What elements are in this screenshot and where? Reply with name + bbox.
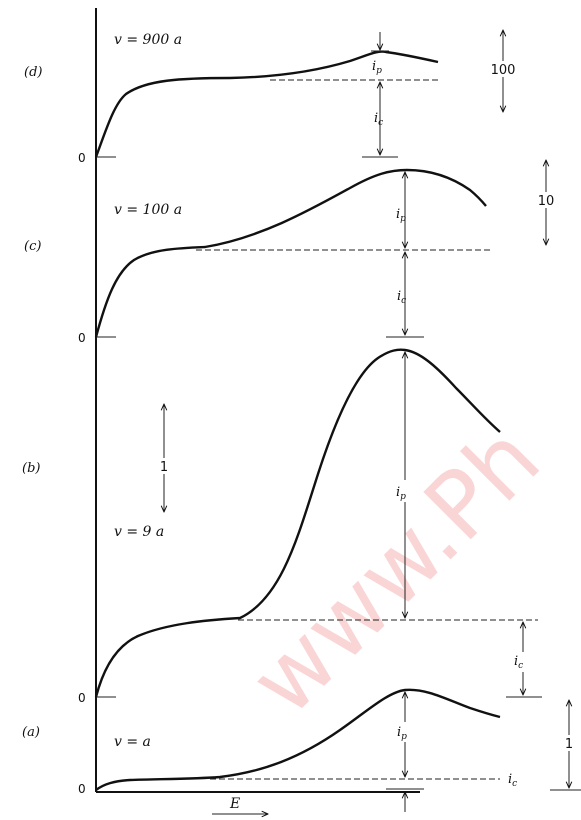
panel-c-zero: 0: [78, 331, 86, 345]
panel-b-scale-label: 1: [160, 460, 168, 475]
panel-d-curve: [94, 50, 439, 158]
panel-b-rate: v = 9 a: [114, 524, 164, 540]
panel-a-ic-label: ic: [508, 772, 517, 789]
panel-c-id: (c): [24, 239, 41, 254]
panel-c-scale-bg: [531, 192, 561, 208]
panel-a-ip-label: ip: [397, 725, 407, 742]
panel-d-rate: v = 900 a: [114, 32, 182, 48]
panel-c-ip-label: ip: [396, 207, 406, 224]
panel-c-ic-label: ic: [397, 289, 406, 306]
panel-b: (b) 0 v = 9 a ip ic 1: [22, 348, 542, 705]
panel-b-scale-bg: [154, 458, 174, 474]
panel-b-zero: 0: [78, 691, 86, 705]
panel-b-id: (b): [22, 461, 40, 476]
potential-label-group: E: [212, 796, 268, 814]
panel-d-scale-label: 100: [491, 63, 516, 78]
panel-c-curve: [94, 168, 487, 338]
panel-a: (a) 0 v = a ic ip 1: [22, 688, 581, 812]
panel-d-zero: 0: [78, 151, 86, 165]
panel-b-ic-bg: [511, 652, 535, 672]
panel-a-ip-bg: [394, 722, 418, 742]
panel-c: (c) 0 v = 100 a ip ic 10: [24, 160, 561, 345]
panel-a-scale-label: 1: [565, 737, 573, 752]
potential-axis-label: E: [229, 796, 240, 812]
panel-a-zero: 0: [78, 782, 86, 796]
panel-d-ic-label: ic: [374, 111, 383, 128]
panel-a-scale-bg: [560, 735, 578, 751]
panel-b-curve: [94, 348, 501, 698]
panel-b-ip-bg: [392, 480, 418, 502]
panel-a-rate: v = a: [114, 734, 151, 750]
panel-d: (d) 0 v = 900 a ip ic 100: [24, 30, 522, 165]
panel-c-scale-label: 10: [538, 194, 555, 209]
panel-c-rate: v = 100 a: [114, 202, 182, 218]
panel-a-id: (a): [22, 725, 40, 740]
panel-b-ic-label: ic: [514, 654, 523, 671]
panel-a-curve: [95, 688, 501, 791]
watermark-text: www.Ph: [230, 405, 560, 735]
panel-d-id: (d): [24, 65, 42, 80]
panel-b-ip-label: ip: [396, 485, 406, 502]
panel-d-ip-label: ip: [372, 59, 382, 76]
panel-d-scale-bg: [484, 61, 522, 77]
